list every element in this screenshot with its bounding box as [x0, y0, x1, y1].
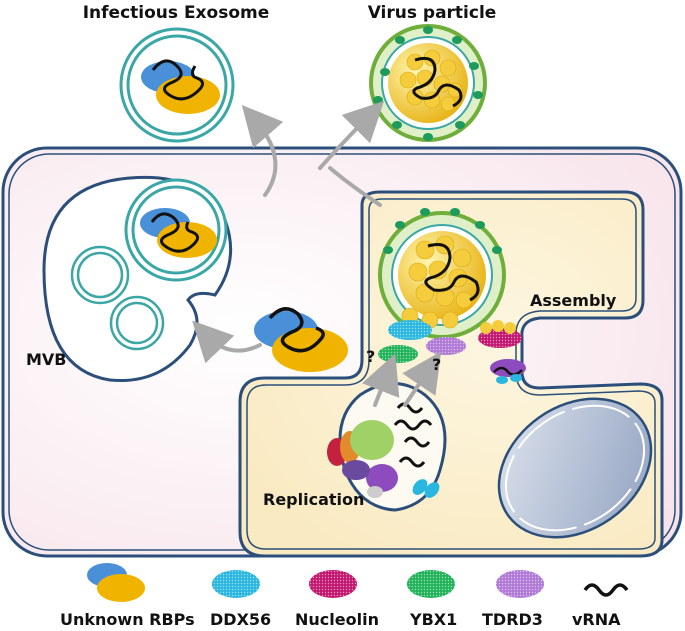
- virus-particle: [369, 24, 487, 142]
- assembly-label: Assembly: [530, 291, 617, 310]
- unknown-rbps-icon: [87, 563, 145, 602]
- legend-vrna: vRNA: [572, 610, 621, 629]
- legend-tdrd3: TDRD3: [482, 610, 543, 629]
- legend-ddx56: DDX56: [210, 610, 271, 629]
- legend-ybx1: YBX1: [409, 610, 457, 629]
- ybx1-icon: [407, 570, 455, 598]
- exosome-title: Infectious Exosome: [83, 3, 270, 23]
- legend: Unknown RBPs DDX56 Nucleolin YBX1 TDRD3 …: [60, 563, 629, 629]
- vrna-icon: [583, 583, 629, 597]
- legend-nucleolin: Nucleolin: [295, 610, 379, 629]
- nucleus: [497, 397, 653, 539]
- replication-label: Replication: [263, 490, 364, 509]
- transport-arrows: [192, 100, 442, 407]
- legend-unknown-rbps: Unknown RBPs: [60, 610, 195, 629]
- mvb-label: MVB: [26, 350, 67, 369]
- virus-title: Virus particle: [368, 3, 497, 23]
- unknown-mark-2: ?: [432, 355, 441, 374]
- er-compartment-inner: [246, 198, 656, 550]
- nucleolin-icon: [309, 570, 357, 598]
- unknown-mark-1: ?: [366, 347, 375, 366]
- cytoplasm-rbp-complex: [254, 307, 348, 372]
- replication-complex: [327, 402, 440, 498]
- infectious-exosome: [119, 27, 235, 143]
- tdrd3-icon: [496, 570, 544, 598]
- mvb: [42, 175, 233, 383]
- ddx56-icon: [212, 570, 260, 598]
- assembling-virion: [378, 208, 522, 348]
